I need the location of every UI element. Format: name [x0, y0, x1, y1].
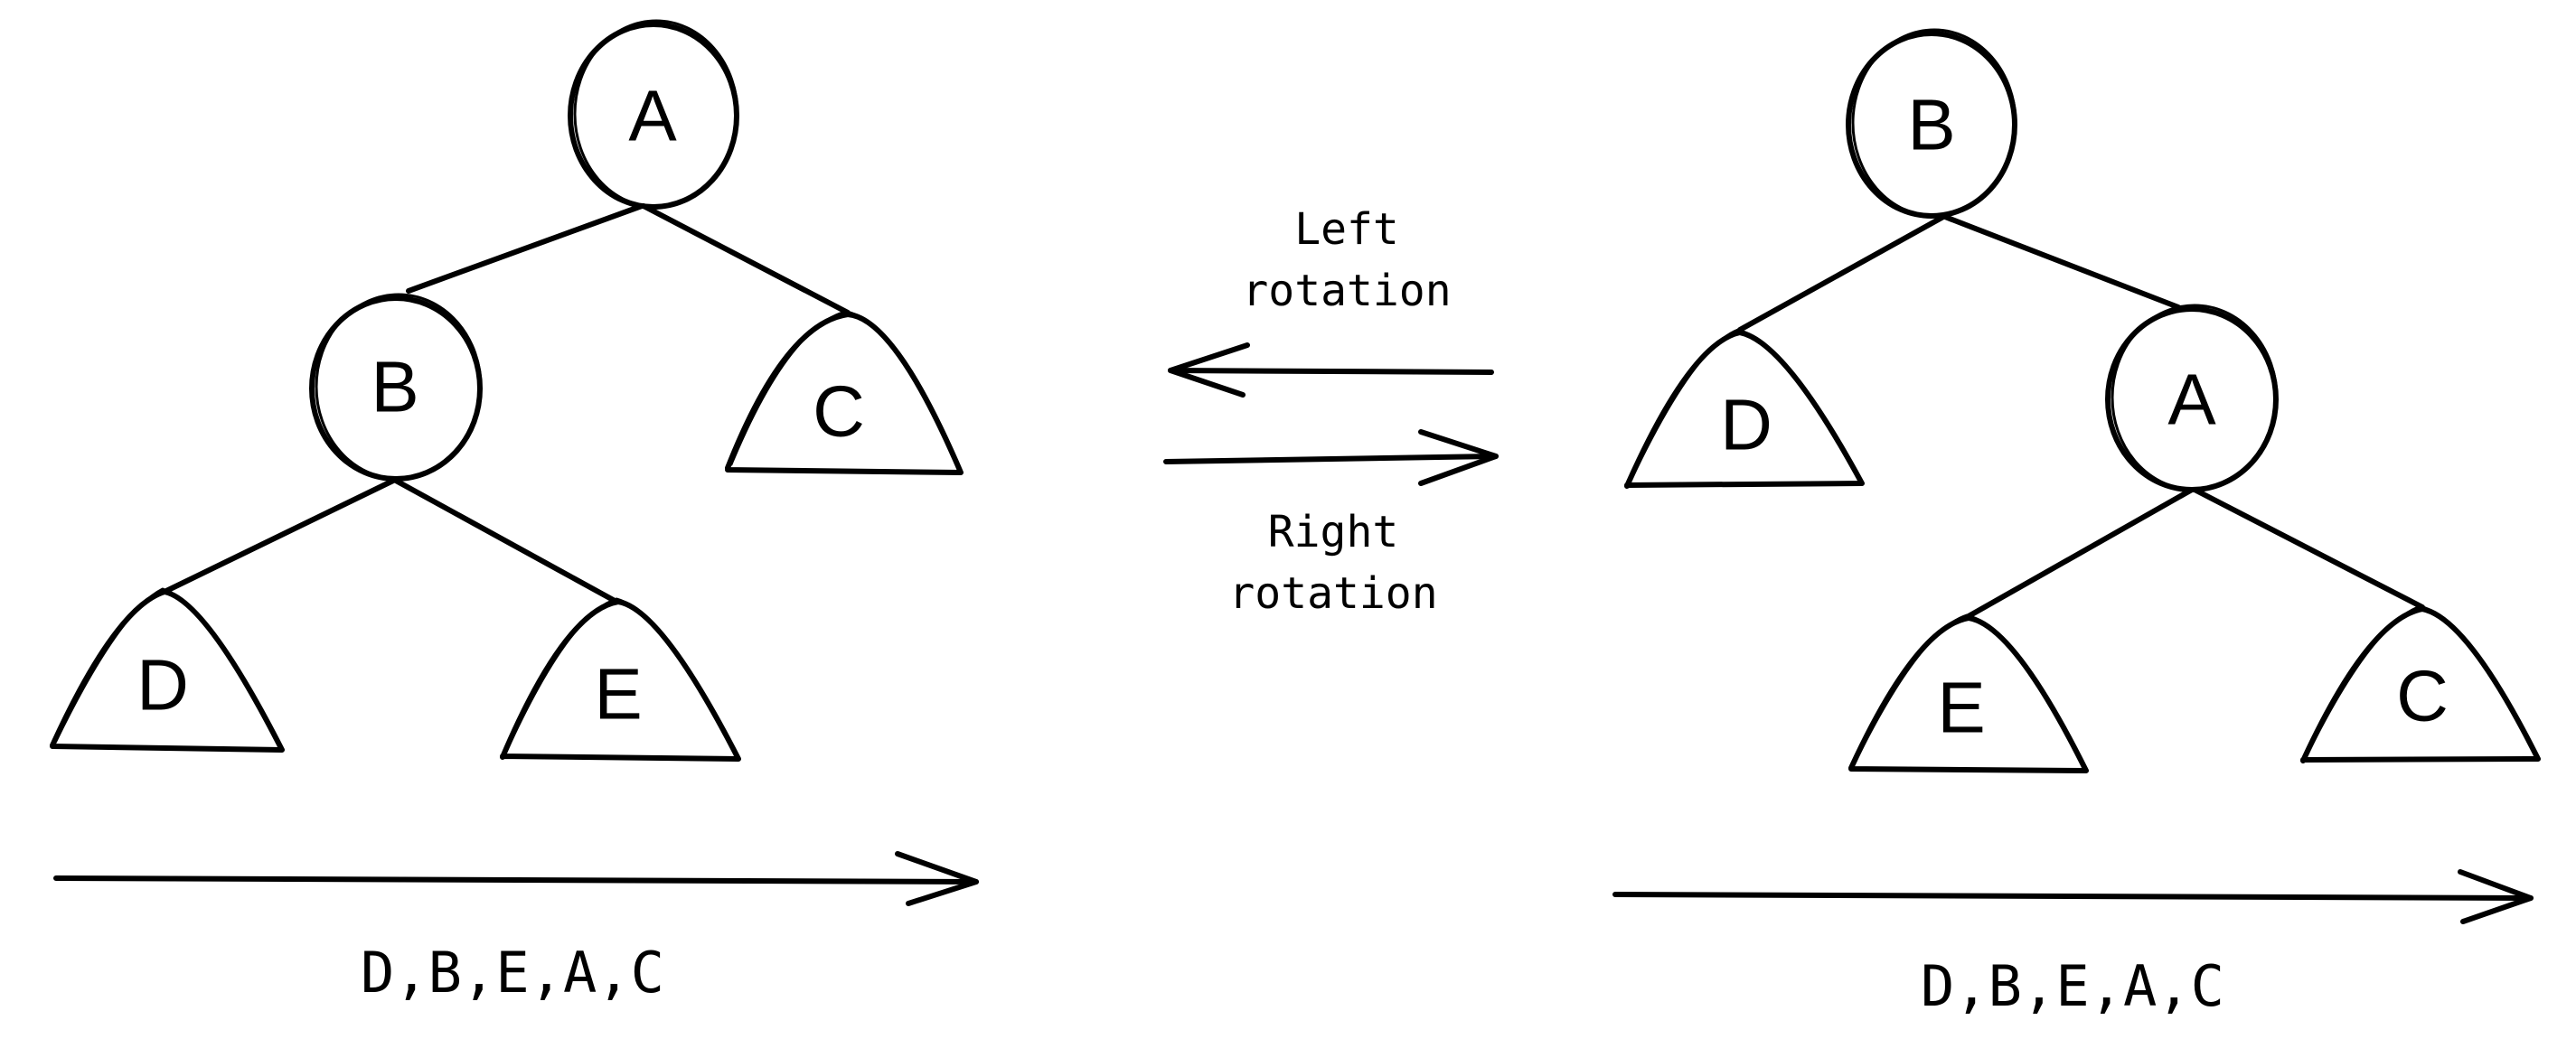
subtree-d-label: D: [136, 645, 189, 725]
node-a-label: A: [628, 76, 677, 156]
edge-a-b: [406, 203, 644, 294]
node-a-right-label: A: [2167, 360, 2216, 440]
right-inorder-text: D,B,E,A,C: [1921, 953, 2224, 1019]
edge-b-d: [162, 478, 396, 594]
edge-a-e: [1966, 487, 2195, 619]
node-b-label: B: [371, 347, 418, 427]
right-inorder-arrow: [1612, 869, 2534, 924]
subtree-c-right: C: [2300, 604, 2541, 763]
subtree-d-right: D: [1624, 328, 1865, 489]
left-inorder-arrow: [53, 851, 979, 906]
right-tree: B A D E C D,B,E,A: [1612, 28, 2541, 1019]
subtree-e-label: E: [594, 654, 642, 735]
node-b: B: [309, 293, 483, 482]
subtree-d-right-label: D: [1720, 385, 1772, 465]
edge-a-c: [641, 203, 851, 315]
subtree-e-right-label: E: [1937, 668, 1985, 748]
node-a: A: [568, 19, 739, 210]
left-rotation-caption-line1: Left: [1294, 204, 1399, 255]
left-rotation-arrow: [1168, 342, 1494, 398]
right-rotation-arrow: [1163, 429, 1499, 486]
right-rotation-caption-line2: rotation: [1228, 568, 1437, 619]
node-b-right: B: [1846, 28, 2017, 219]
node-a-right: A: [2105, 304, 2279, 492]
edge-b-e: [393, 478, 619, 604]
right-rotation-caption-line1: Right: [1268, 507, 1399, 557]
edge-a-c-right: [2192, 487, 2425, 610]
subtree-e: E: [500, 597, 741, 762]
left-rotation-caption-line2: rotation: [1242, 266, 1451, 316]
node-b-right-label: B: [1907, 85, 1955, 165]
subtree-d: D: [50, 587, 285, 753]
left-inorder-text: D,B,E,A,C: [361, 940, 664, 1006]
subtree-c-right-label: C: [2396, 656, 2449, 736]
edge-b-d-right: [1737, 214, 1946, 332]
subtree-c: C: [725, 310, 964, 475]
subtree-c-label: C: [813, 371, 865, 452]
edge-b-a: [1942, 214, 2181, 310]
rotation-arrows: Left rotation Right rotation: [1163, 204, 1499, 619]
left-tree: A B C D E D,B,E,A: [50, 19, 979, 1006]
subtree-e-right: E: [1848, 613, 2089, 773]
